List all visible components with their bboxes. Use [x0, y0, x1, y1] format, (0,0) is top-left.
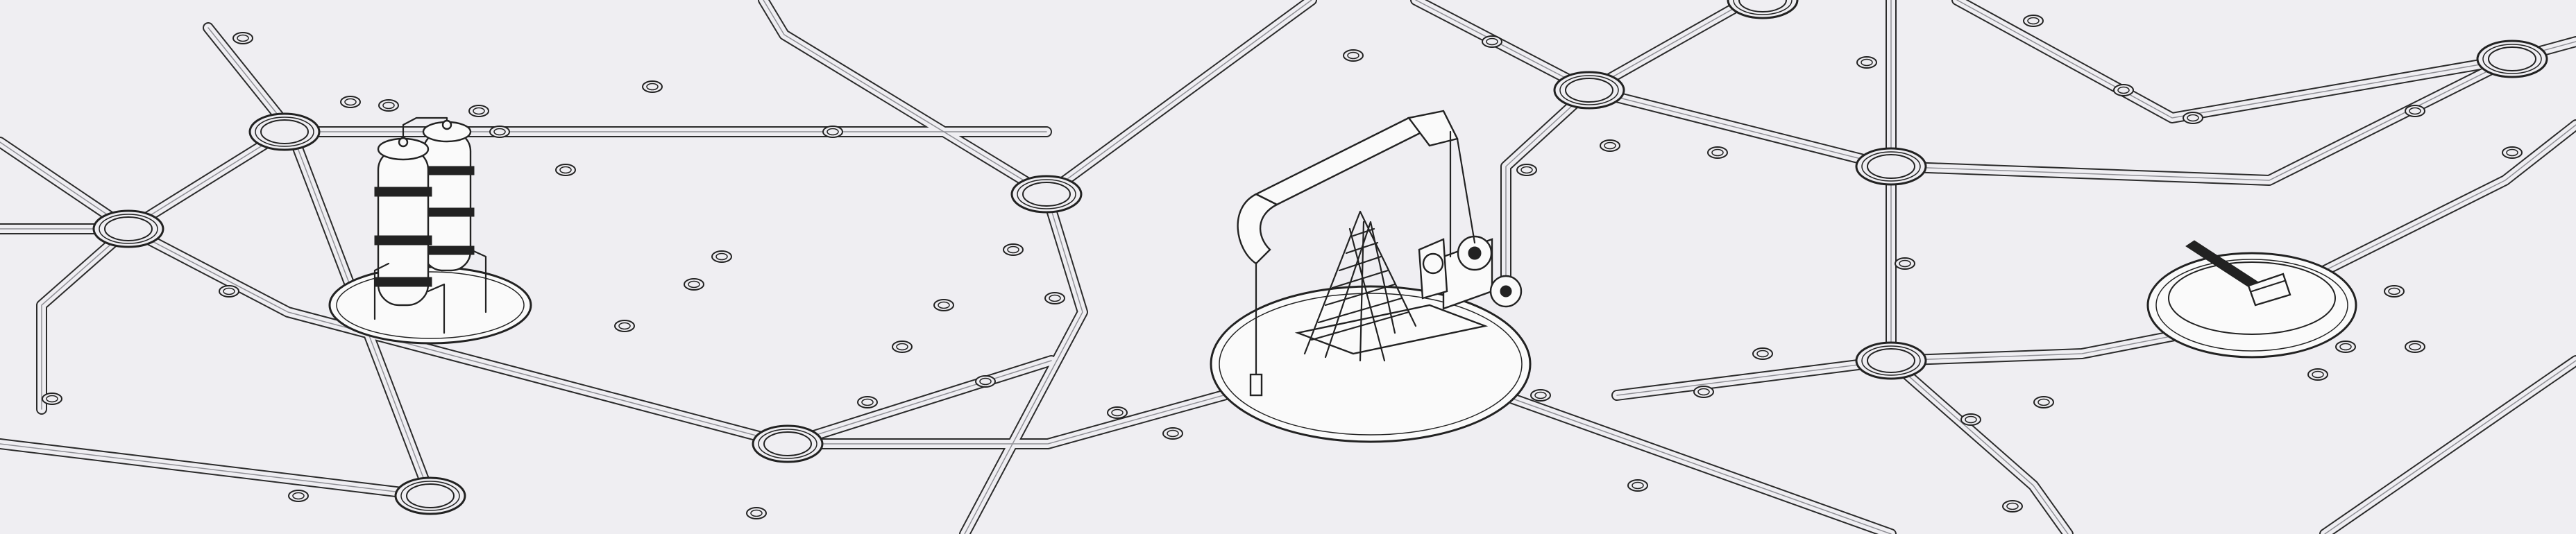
- pipe-fitting: [2033, 396, 2054, 408]
- pipe-fitting: [232, 32, 253, 44]
- pipe-fitting: [2405, 105, 2425, 117]
- pipe-junction: [1855, 147, 1927, 186]
- pipe-fitting: [1162, 427, 1183, 440]
- pipe-junction: [752, 424, 824, 463]
- pipe-junction: [1010, 175, 1083, 214]
- oil-pumpjack-icon: [1210, 110, 1532, 443]
- pipe-junction: [1855, 341, 1927, 380]
- pipe-fitting: [642, 80, 663, 93]
- pipe-fitting: [711, 250, 732, 263]
- pipe-fitting: [933, 299, 954, 311]
- pipe-fitting: [378, 99, 399, 112]
- pipe-fitting: [219, 285, 239, 298]
- pipe-fitting: [2113, 84, 2134, 96]
- pipe-fitting: [555, 164, 576, 176]
- pipe-fitting: [684, 278, 704, 291]
- pipe-fitting: [1516, 164, 1537, 176]
- pipe-fitting: [2002, 500, 2023, 513]
- pipe-fitting: [822, 126, 843, 138]
- pipe-fitting: [1752, 347, 1773, 360]
- pipe-fitting: [2405, 341, 2425, 353]
- pipe-fitting: [2023, 15, 2044, 27]
- pipe-fitting: [1530, 389, 1551, 402]
- pipe-fitting: [42, 393, 62, 405]
- pipe-fitting: [857, 396, 878, 408]
- pipe-junction: [1727, 0, 1799, 19]
- pipe-fittings: [42, 15, 2523, 519]
- pipe-fitting: [1627, 479, 1648, 492]
- pipe-fitting: [2384, 285, 2405, 298]
- pipe-junctions: [92, 0, 2548, 515]
- pipe-fitting: [468, 105, 489, 117]
- pipe-fitting: [2307, 368, 2328, 381]
- pipe-fitting: [1895, 257, 1915, 270]
- pipe-fitting: [1707, 146, 1728, 159]
- pipe-junction: [1553, 71, 1625, 110]
- pipe-fitting: [1003, 243, 1024, 256]
- pipe-fitting: [288, 490, 309, 502]
- pipe-fitting: [1044, 292, 1065, 304]
- pipe-fitting: [2502, 146, 2523, 159]
- pipe-junction: [92, 209, 164, 248]
- pipe-fitting: [1343, 49, 1364, 62]
- pipe-fitting: [2183, 112, 2203, 124]
- pipe-fitting: [1600, 139, 1620, 152]
- pipe-fitting: [1107, 406, 1128, 419]
- pipe-fitting: [340, 96, 361, 108]
- pipe-fitting: [892, 341, 913, 353]
- pipe-fitting: [1693, 386, 1714, 398]
- pipe-fitting: [975, 375, 996, 388]
- pipe-junction: [248, 112, 321, 151]
- pipe-junction: [394, 476, 466, 515]
- pipe-fitting: [2335, 341, 2356, 353]
- pipe-junction: [2476, 40, 2548, 78]
- refinery-towers-icon: [328, 117, 532, 345]
- pipe-fitting: [1960, 413, 1981, 426]
- pipe-fitting: [746, 507, 767, 519]
- pipe-fitting: [1856, 56, 1877, 69]
- oil-tank-icon: [2146, 240, 2357, 359]
- pipe-fitting: [614, 320, 635, 332]
- pipe-fitting: [1482, 35, 1502, 48]
- pipe-fitting: [489, 126, 510, 138]
